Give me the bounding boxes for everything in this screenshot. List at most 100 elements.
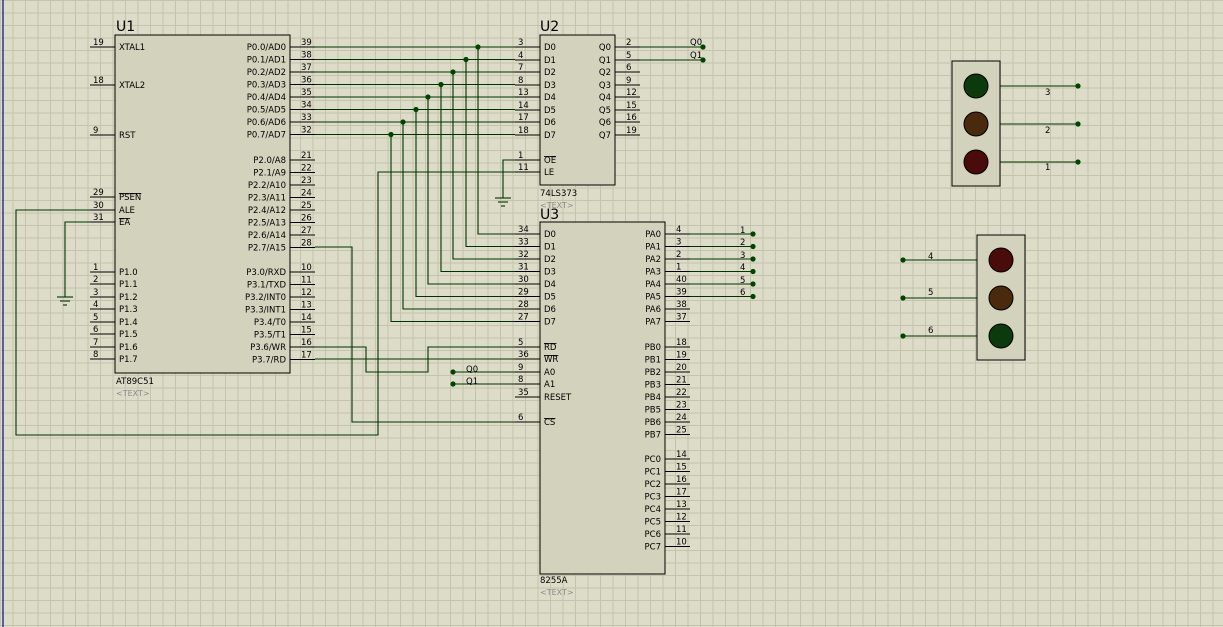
u3-pin-number: 9 bbox=[518, 363, 523, 373]
net-label-pa0: 1 bbox=[740, 226, 745, 236]
u2-pin-number: 17 bbox=[518, 113, 529, 123]
u1-pin-label: P2.0/A8 bbox=[253, 156, 286, 166]
u2-pin-number: 6 bbox=[626, 63, 631, 73]
u3-pin-label: D0 bbox=[544, 230, 556, 240]
u3-pin-label: D4 bbox=[544, 280, 556, 290]
u1-pin-number: 33 bbox=[301, 113, 312, 123]
traffic-light-1-lamp-1[interactable] bbox=[963, 73, 989, 99]
u2-pin-label: Q0 bbox=[599, 43, 611, 53]
u2-pin-number: 1 bbox=[518, 151, 523, 161]
u3-pin-number: 28 bbox=[518, 300, 529, 310]
u3-pin-label: PB0 bbox=[645, 343, 661, 353]
u3-pin-number: 34 bbox=[518, 225, 529, 235]
traffic-light-2-group[interactable] bbox=[976, 234, 1026, 361]
traffic-light-2-lamp-3[interactable] bbox=[988, 323, 1014, 349]
u3-pin-label: D2 bbox=[544, 255, 556, 265]
u3-pin-number: 39 bbox=[676, 288, 687, 298]
u1-reference[interactable]: U1 bbox=[116, 19, 135, 35]
bus-drop-d0 bbox=[477, 47, 515, 235]
u1-pin-number: 34 bbox=[301, 101, 312, 111]
u1-pin-label: XTAL1 bbox=[119, 43, 145, 53]
u3-pin-number: 1 bbox=[676, 263, 681, 273]
u1-pin-label: PSEN bbox=[119, 193, 141, 203]
traffic-light-1-lamp-3[interactable] bbox=[963, 149, 989, 175]
traffic-light-1-terminal bbox=[1075, 159, 1081, 165]
u1-pin-number: 1 bbox=[93, 263, 98, 273]
u3-pin-number: 35 bbox=[518, 388, 529, 398]
u3-pin-number: 8 bbox=[518, 375, 523, 385]
bus-drop-d4 bbox=[427, 97, 515, 285]
u3-pin-number: 2 bbox=[676, 250, 681, 260]
u1-pin-label: P2.6/A14 bbox=[248, 231, 286, 241]
u3-text-placeholder: <TEXT> bbox=[540, 588, 574, 597]
u1-body[interactable] bbox=[114, 34, 291, 374]
components-layer: 1918929303112345678393837363534333221222… bbox=[90, 34, 1026, 575]
u2-reference[interactable]: U2 bbox=[540, 19, 559, 35]
pa-terminal bbox=[750, 281, 756, 287]
traffic-light-2-lamp-1[interactable] bbox=[988, 247, 1014, 273]
u3-pin-label: PC0 bbox=[645, 455, 661, 465]
u3-pin-number: 12 bbox=[676, 513, 687, 523]
ea-ground-wire bbox=[64, 221, 90, 297]
traffic-light-1-group[interactable] bbox=[951, 60, 1001, 187]
traffic-light-1-lamp-2[interactable] bbox=[963, 111, 989, 137]
u1-pin-number: 35 bbox=[301, 88, 312, 98]
u1-pin-number: 17 bbox=[301, 351, 312, 361]
u3-body-group[interactable]: 3433323130292827536983564321403938371819… bbox=[515, 221, 690, 575]
u2-pin-number: 7 bbox=[518, 63, 523, 73]
light1-net-bottom: 1 bbox=[1045, 163, 1050, 173]
u2-pin-number: 19 bbox=[626, 126, 637, 136]
u2-pin-number: 13 bbox=[518, 88, 529, 98]
u3-pin-label: A0 bbox=[544, 368, 555, 378]
u3-pin-label: PB2 bbox=[645, 368, 661, 378]
u3-pin-label: CS bbox=[544, 418, 555, 428]
bus-junction bbox=[413, 106, 419, 113]
u3-pin-number: 32 bbox=[518, 250, 529, 260]
u3-pin-number: 18 bbox=[676, 338, 687, 348]
traffic-light-2-lamp-2[interactable] bbox=[988, 285, 1014, 311]
u3-pin-number: 20 bbox=[676, 363, 687, 373]
u2-pin-number: 16 bbox=[626, 113, 637, 123]
net-label-pa2: 3 bbox=[740, 251, 745, 261]
u3-pin-label: D1 bbox=[544, 243, 556, 253]
u1-pin-number: 11 bbox=[301, 276, 312, 286]
traffic-light-2-terminal bbox=[900, 295, 906, 301]
bus-drop-d3 bbox=[440, 84, 515, 273]
u3-pin-label: PA3 bbox=[645, 268, 661, 278]
u3-pin-number: 3 bbox=[676, 238, 681, 248]
pa-terminal bbox=[750, 256, 756, 262]
u3-pin-label: PA2 bbox=[645, 255, 661, 265]
u3-reference[interactable]: U3 bbox=[540, 207, 559, 223]
bus-junction bbox=[450, 69, 456, 75]
u3-pin-number: 17 bbox=[676, 488, 687, 498]
u3-pin-label: PA0 bbox=[645, 230, 661, 240]
u3-pin-number: 38 bbox=[676, 300, 687, 310]
u1-pin-label: XTAL2 bbox=[119, 81, 145, 91]
u2-pin-number: 8 bbox=[518, 76, 523, 86]
u1-pin-label: ALE bbox=[119, 206, 135, 216]
u1-pin-number: 27 bbox=[301, 226, 312, 236]
u1-pin-number: 13 bbox=[301, 301, 312, 311]
bus-junction bbox=[388, 131, 394, 138]
u1-pin-number: 9 bbox=[93, 126, 98, 136]
u3-body[interactable] bbox=[539, 221, 666, 575]
u1-body-group[interactable]: 1918929303112345678393837363534333221222… bbox=[90, 34, 315, 374]
u3-pin-number: 4 bbox=[676, 225, 681, 235]
u3-pin-label: PB3 bbox=[645, 381, 661, 391]
u1-pin-number: 36 bbox=[301, 76, 312, 86]
u1-pin-label: P1.5 bbox=[119, 330, 138, 340]
u1-pin-label: P2.3/A11 bbox=[248, 194, 286, 204]
u3-pin-number: 36 bbox=[518, 350, 529, 360]
ale-le-wire bbox=[15, 171, 515, 436]
u1-pin-label: P1.3 bbox=[119, 305, 138, 315]
net-label-q0-in: Q0 bbox=[466, 365, 478, 375]
bus-junction bbox=[425, 94, 431, 100]
u1-pin-number: 37 bbox=[301, 63, 312, 73]
u2-pin-label: LE bbox=[544, 168, 554, 178]
pa-terminal bbox=[750, 293, 756, 300]
net-label-pa1: 2 bbox=[740, 238, 745, 248]
u1-pin-label: P0.5/AD5 bbox=[247, 106, 286, 116]
u3-pin-label: D3 bbox=[544, 268, 556, 278]
